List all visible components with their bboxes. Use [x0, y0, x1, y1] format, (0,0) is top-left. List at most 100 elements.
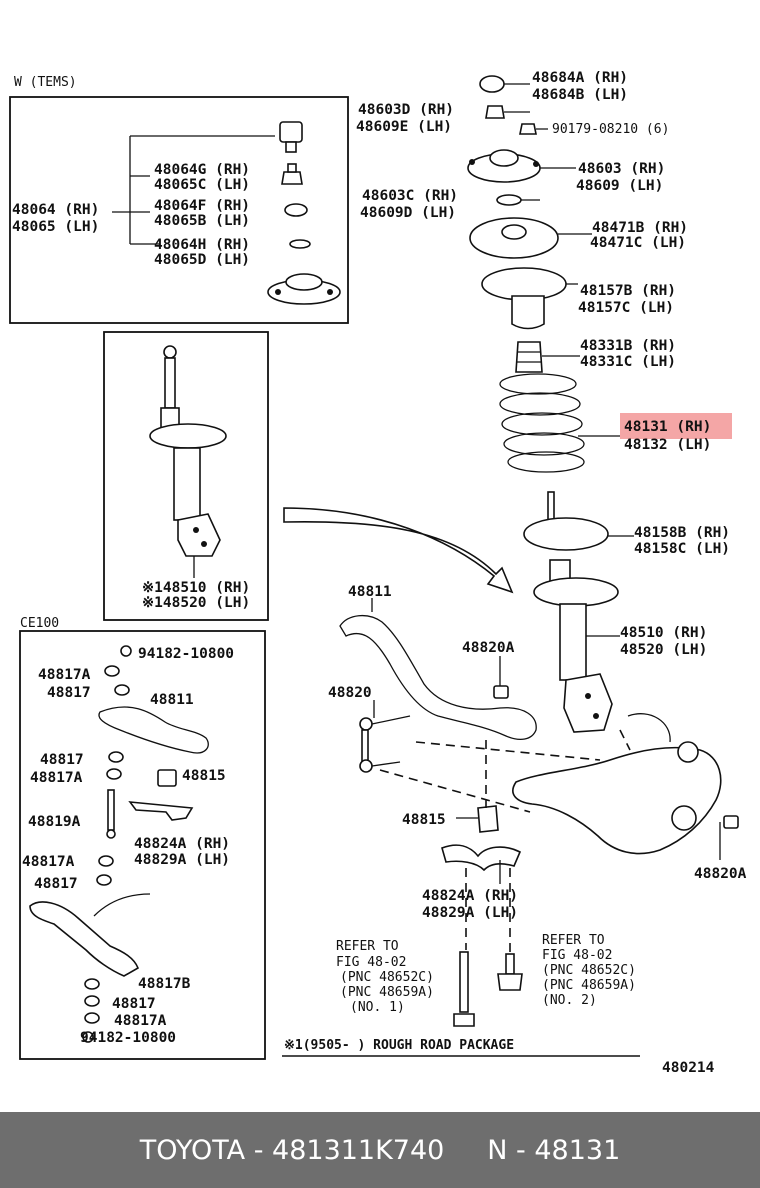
label-48065c: 48065C (LH) — [154, 177, 250, 193]
spring-seat-48158b-icon — [523, 491, 609, 551]
label-48817a-4: 48817A — [114, 1013, 167, 1029]
refer-no2-line3: (PNC 48652C) — [542, 963, 636, 978]
refer-no1-line3: (PNC 48652C) — [340, 970, 434, 985]
rough-road-strut-icon — [149, 345, 227, 557]
label-48817-3: 48817 — [34, 876, 78, 892]
label-48158b: 48158B (RH) — [634, 525, 730, 541]
label-90179: 90179-08210 (6) — [552, 122, 669, 137]
label-48815-left: 48815 — [182, 768, 226, 784]
label-48829a-mid: 48829A (LH) — [422, 905, 518, 921]
label-48824a-mid: 48824A (RH) — [422, 888, 518, 904]
label-48609: 48609 (LH) — [576, 178, 663, 194]
tems-label: W (TEMS) — [14, 75, 77, 90]
label-48603: 48603 (RH) — [578, 161, 665, 177]
bumper-48331b-icon — [515, 341, 543, 373]
ce100-lower-arm-icon — [29, 893, 151, 977]
label-48609e: 48609E (LH) — [356, 119, 452, 135]
label-48065b: 48065B (LH) — [154, 213, 250, 229]
tems-washer-icon — [289, 239, 311, 249]
label-48820a-mid: 48820A — [462, 640, 515, 656]
tems-nut-icon — [284, 203, 308, 217]
label-48811-left: 48811 — [150, 692, 194, 708]
label-48157b: 48157B (RH) — [580, 283, 676, 299]
tems-actuator-icon — [279, 121, 303, 153]
upper-seat-48471b-icon — [469, 217, 559, 259]
label-48471b: 48471B (RH) — [592, 220, 688, 236]
link-48820-icon — [359, 715, 411, 773]
assembly-arrow — [283, 507, 514, 594]
rough-road-note: ※1(9505- ) ROUGH ROAD PACKAGE — [284, 1038, 514, 1053]
footer-pnc: N - 48131 — [487, 1134, 621, 1166]
support-mount-48603-icon — [467, 149, 541, 183]
part-number-footer: TOYOTA - 481311K740 N - 48131 — [0, 1112, 760, 1188]
ce100-inset-box — [19, 630, 266, 1060]
label-48064h: 48064H (RH) — [154, 237, 250, 253]
tems-inset-box — [9, 96, 349, 324]
tems-bushing-icon — [281, 163, 303, 185]
label-48157c: 48157C (LH) — [578, 300, 674, 316]
refer-no1-line5: (NO. 1) — [350, 1000, 405, 1015]
tems-mount-icon — [267, 273, 341, 305]
upper-nut-cap-icon — [479, 75, 505, 93]
bolt-no1-icon — [453, 951, 475, 1027]
label-48510: 48510 (RH) — [620, 625, 707, 641]
label-94182-bottom: 94182-10800 — [80, 1030, 176, 1046]
label-48817a-1: 48817A — [38, 667, 91, 683]
label-48817a-3: 48817A — [22, 854, 75, 870]
lower-arm-and-knuckle-icon — [512, 713, 722, 855]
tems-bracket — [112, 135, 275, 245]
footer-brand-part-number: TOYOTA - 481311K740 — [139, 1134, 445, 1166]
strut-48510-icon — [533, 559, 619, 733]
label-48609d: 48609D (LH) — [360, 205, 456, 221]
label-48817-2: 48817 — [40, 752, 84, 768]
refer-no1-line4: (PNC 48659A) — [340, 985, 434, 1000]
refer-no2-line5: (NO. 2) — [542, 993, 597, 1008]
label-48520: 48520 (LH) — [620, 642, 707, 658]
label-48819a: 48819A — [28, 814, 81, 830]
label-48131: 48131 (RH) — [624, 419, 711, 435]
ce100-bushing-icon — [157, 769, 177, 787]
label-48065: 48065 (LH) — [12, 219, 99, 235]
label-48158c: 48158C (LH) — [634, 541, 730, 557]
leader-lines — [371, 83, 721, 884]
dust-cover-48157b-icon — [481, 267, 567, 330]
label-148510: ※148510 (RH) — [142, 580, 250, 596]
bolt-90179-icon — [519, 123, 537, 135]
label-48815-mid: 48815 — [402, 812, 446, 828]
label-48065d: 48065D (LH) — [154, 252, 250, 268]
label-48817-1: 48817 — [47, 685, 91, 701]
label-48132: 48132 (LH) — [624, 437, 711, 453]
label-48824a-left: 48824A (RH) — [134, 836, 230, 852]
ce100-bracket-icon — [128, 801, 194, 821]
label-48817-4: 48817 — [112, 996, 156, 1012]
label-48817b: 48817B — [138, 976, 191, 992]
label-48820a-right: 48820A — [694, 866, 747, 882]
bracket-48824a-mid-icon — [441, 844, 522, 872]
label-48811-mid: 48811 — [348, 584, 392, 600]
label-48684a: 48684A (RH) — [532, 70, 628, 86]
parts-diagram: W (TEMS) CE100 48064G (RH) 48065C (LH) 4… — [9, 70, 747, 1076]
dashed-guide-lines — [379, 729, 631, 952]
washer-48603c-icon — [496, 194, 522, 206]
label-148520: ※148520 (LH) — [142, 595, 250, 611]
label-48471c: 48471C (LH) — [590, 235, 686, 251]
coil-spring-48131-icon — [499, 373, 585, 473]
refer-no2-line1: REFER TO — [542, 933, 605, 948]
label-94182-top: 94182-10800 — [138, 646, 234, 662]
refer-no1-line1: REFER TO — [336, 939, 399, 954]
label-48817a-2: 48817A — [30, 770, 83, 786]
footer-gap — [444, 1135, 487, 1166]
label-48064f: 48064F (RH) — [154, 198, 250, 214]
label-48331b: 48331B (RH) — [580, 338, 676, 354]
label-48064g: 48064G (RH) — [154, 162, 250, 178]
ce100-label: CE100 — [20, 616, 59, 631]
refer-no2-line4: (PNC 48659A) — [542, 978, 636, 993]
rough-road-strut-box — [103, 331, 269, 621]
highlight-48131 — [620, 413, 732, 439]
ce100-washers-icon — [82, 645, 132, 1043]
nut-48603d-icon — [485, 105, 505, 119]
label-48684b: 48684B (LH) — [532, 87, 628, 103]
figure-number: 480214 — [662, 1060, 715, 1076]
refer-no1-line2: FIG 48-02 — [336, 955, 406, 970]
label-48820-mid: 48820 — [328, 685, 372, 701]
